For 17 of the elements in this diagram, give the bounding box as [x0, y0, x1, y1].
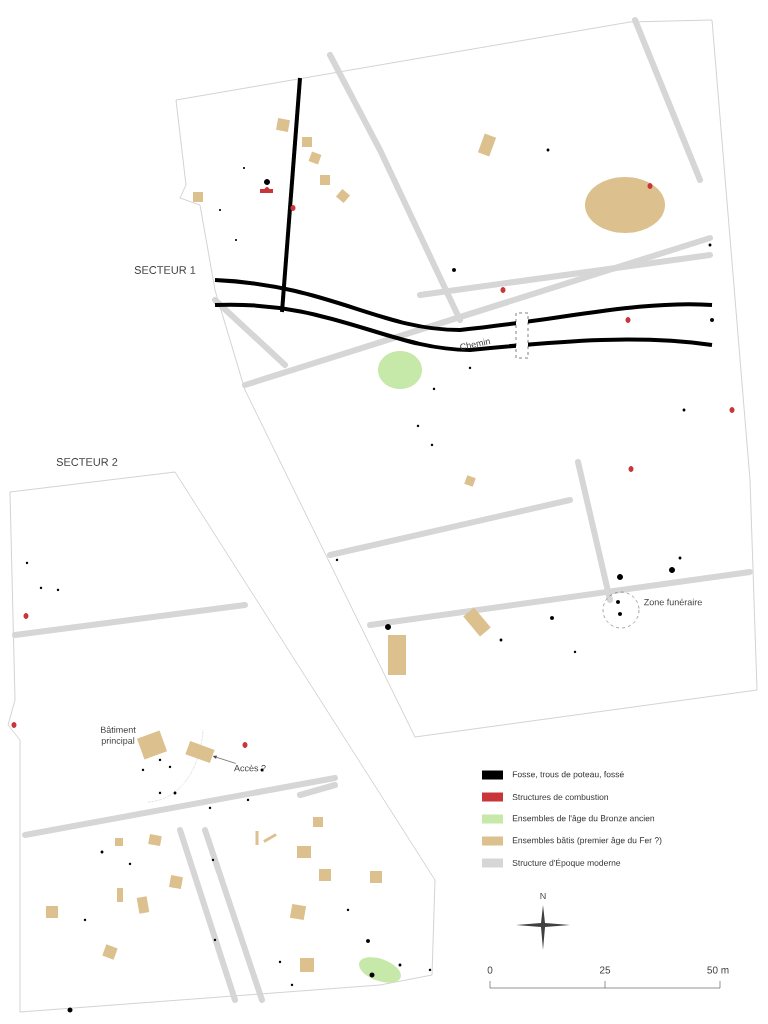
legend-text: Structure d'Époque moderne [512, 858, 621, 868]
callout-label: Accès ? [234, 764, 266, 772]
legend-text: Fosse, trous de poteau, fossé [512, 771, 624, 779]
building-footprint [185, 741, 215, 764]
building-label: Bâtiment principal [101, 726, 136, 746]
legend-text: Structures de combustion [512, 793, 608, 801]
zone-label: Zone funéraire [644, 598, 702, 606]
scale-label: 25 [599, 966, 611, 974]
north-label: N [540, 892, 546, 900]
sector-label: SECTEUR 1 [134, 266, 196, 274]
path-label: Chemin [460, 338, 491, 350]
scale-label: 0 [487, 966, 493, 974]
legend-text: Ensembles de l'âge du Bronze ancien [512, 815, 655, 823]
leader-arrow [213, 755, 237, 764]
sector-label: SECTEUR 2 [56, 458, 118, 466]
legend-text: Ensembles bâtis (premier âge du Fer ?) [512, 837, 662, 845]
scale-label: 50 m [707, 966, 729, 974]
